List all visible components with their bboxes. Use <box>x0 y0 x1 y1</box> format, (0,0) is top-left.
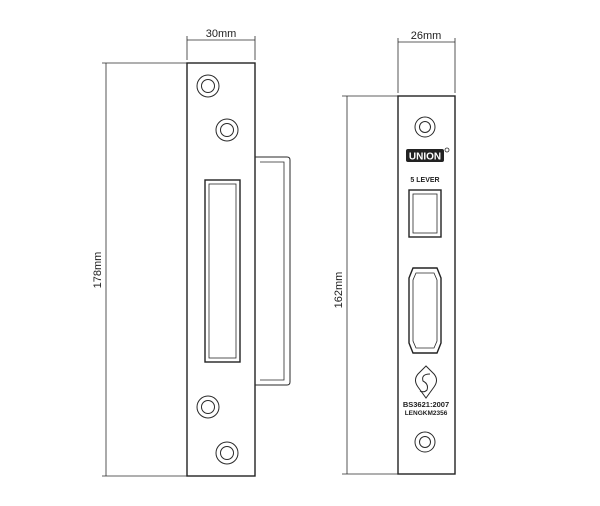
strike-plate-lip <box>255 156 291 386</box>
strike-bolt-slot <box>204 179 241 363</box>
lock-height-label: 162mm <box>333 272 345 309</box>
lock-width-label: 26mm <box>411 30 442 42</box>
lock-faceplate-drawing: 26mm 162mm UNION 5 LEVER <box>333 30 456 475</box>
lock-width-dimension: 26mm <box>397 30 456 93</box>
strike-plate-lip-inner <box>260 161 285 381</box>
union-logo: UNION <box>406 147 450 163</box>
brand-logo-text: UNION <box>409 152 441 163</box>
standard-line-2: LENGKM2356 <box>405 410 448 417</box>
strike-bolt-slot-inner <box>208 183 237 359</box>
deadbolt-slot <box>408 189 442 238</box>
lock-screw-hole-bottom <box>414 431 436 453</box>
strike-screw-hole-2 <box>215 118 239 142</box>
keyhole <box>408 267 442 354</box>
lock-height-dimension: 162mm <box>333 95 398 475</box>
strike-width-dimension: 30mm <box>186 28 256 60</box>
lever-label: 5 LEVER <box>410 177 439 184</box>
kitemark-icon <box>415 365 437 399</box>
standard-line-1: BS3621:2007 <box>403 400 449 409</box>
strike-screw-hole-4 <box>215 441 239 465</box>
deadbolt-slot-inner <box>412 193 438 234</box>
lock-screw-hole-top <box>414 116 436 138</box>
strike-plate-drawing: 30mm 178mm <box>92 28 291 477</box>
strike-width-label: 30mm <box>206 28 237 40</box>
strike-screw-hole-3 <box>196 395 220 419</box>
strike-plate-outline <box>186 62 256 477</box>
strike-height-dimension: 178mm <box>92 62 187 477</box>
lock-faceplate-outline <box>397 95 456 475</box>
strike-screw-hole-1 <box>196 74 220 98</box>
strike-height-label: 178mm <box>92 252 104 289</box>
